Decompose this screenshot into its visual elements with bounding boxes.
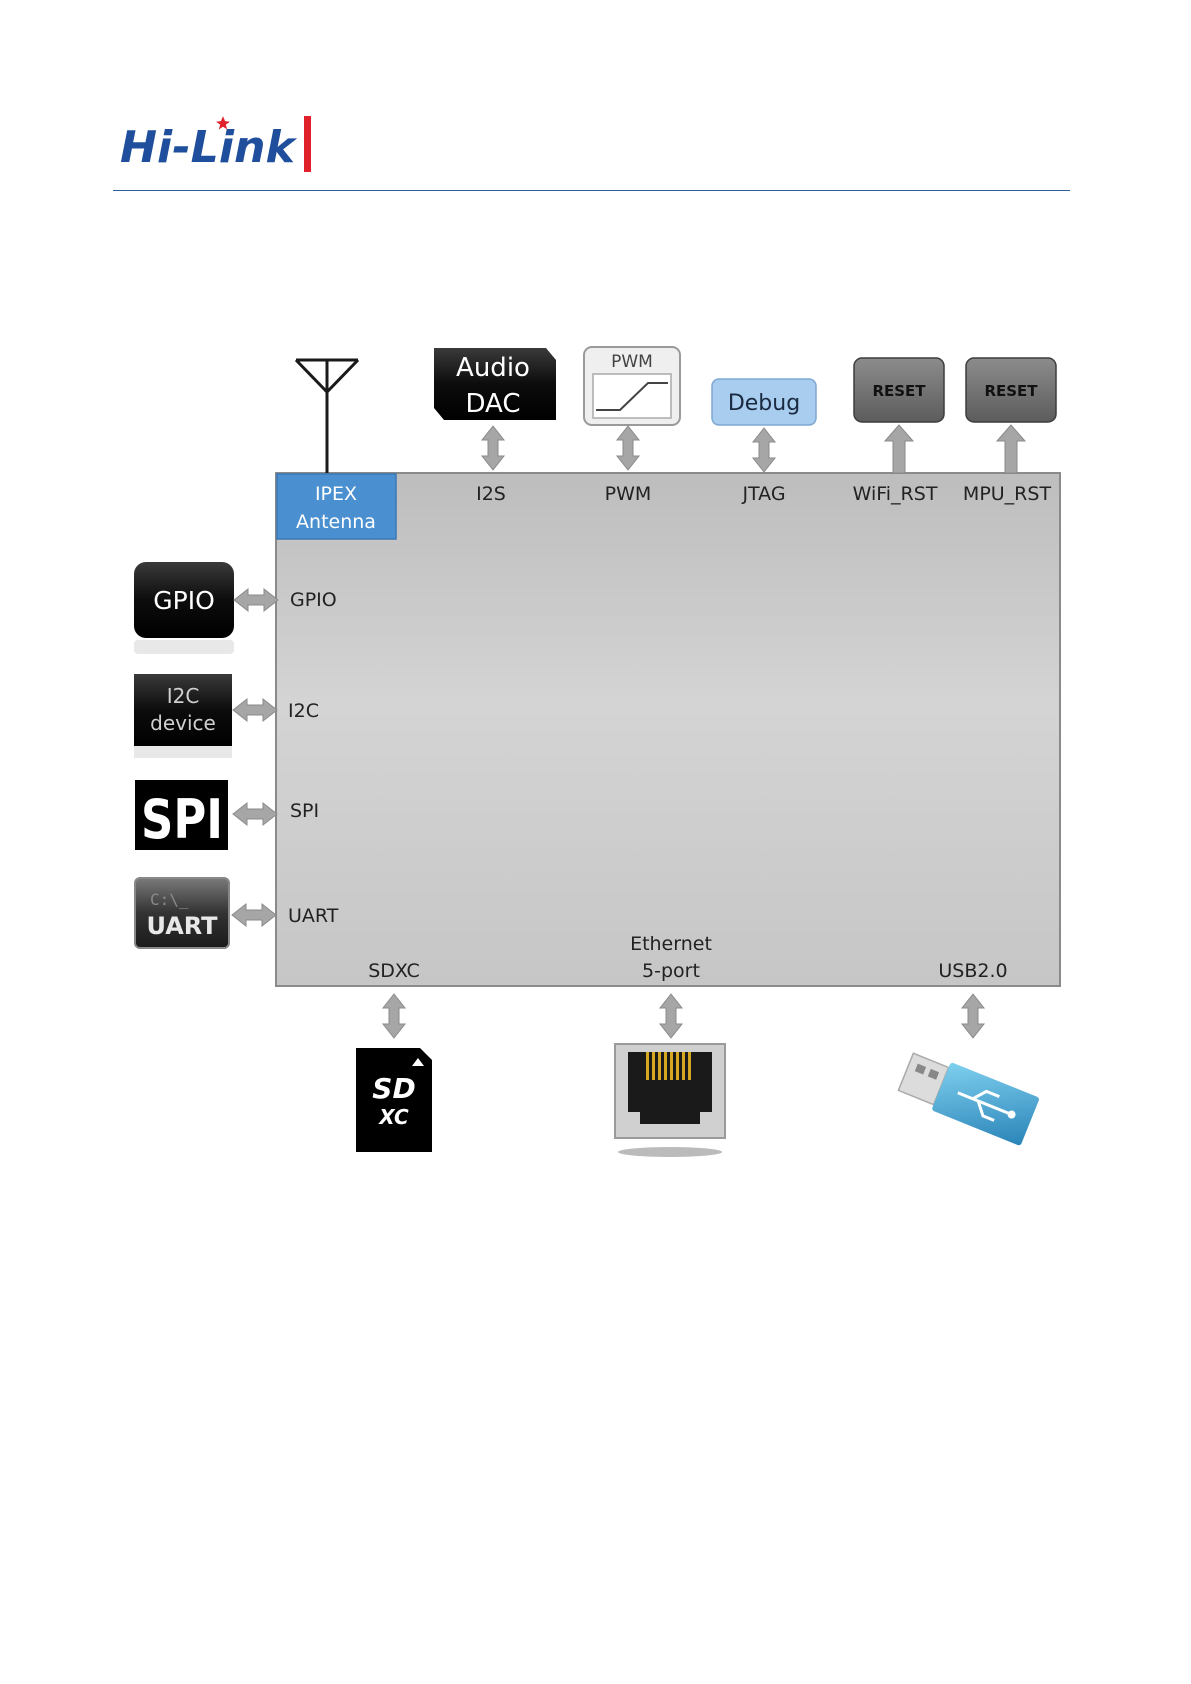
port-pwm: PWM (605, 483, 652, 505)
text-line: Audio (456, 353, 530, 383)
usb-stick-icon (896, 1048, 1040, 1146)
text-line: Ethernet (630, 933, 712, 955)
pwm-signal-icon: PWM (584, 347, 680, 425)
port-sdxc: SDXC (368, 960, 420, 982)
text-line: 5-port (642, 960, 700, 982)
uart-arrow (232, 904, 276, 926)
port-usb: USB2.0 (938, 960, 1007, 982)
antenna-icon (296, 360, 358, 473)
sdxc-arrow (383, 994, 405, 1038)
gpio-device-icon: GPIO (134, 562, 234, 654)
port-uart: UART (288, 905, 339, 927)
reset-button-wifi-icon: RESET (854, 358, 944, 422)
text-line: device (150, 711, 216, 735)
i2c-device-icon: I2C device (134, 674, 232, 758)
text-line: DAC (465, 389, 520, 419)
mpu-rst-arrow (997, 425, 1025, 473)
i2s-arrow (482, 426, 504, 470)
uart-prompt-label: C:\_ (150, 890, 189, 909)
text-line: I2C (167, 684, 200, 708)
ethernet-port-icon (615, 1044, 725, 1157)
jtag-arrow (753, 428, 775, 472)
reset-wifi-label: RESET (872, 382, 926, 400)
spi-arrow (233, 803, 277, 825)
reset-button-mpu-icon: RESET (966, 358, 1056, 422)
spi-device-icon: SPI (135, 780, 228, 851)
port-i2s: I2S (476, 483, 506, 505)
debug-box: Debug (712, 379, 816, 425)
module-body (276, 473, 1060, 986)
gpio-device-label: GPIO (153, 586, 215, 615)
pwm-box-label: PWM (611, 352, 653, 372)
gpio-arrow (234, 589, 278, 611)
usb-arrow (962, 994, 984, 1038)
sd-logo-label: SD (372, 1072, 415, 1105)
port-wifi-rst: WiFi_RST (853, 483, 938, 505)
port-jtag: JTAG (741, 483, 785, 505)
port-spi: SPI (290, 800, 319, 822)
pwm-arrow (617, 426, 639, 470)
port-mpu-rst: MPU_RST (963, 483, 1052, 505)
uart-device-label: UART (146, 912, 218, 940)
text-line: IPEX (315, 483, 357, 505)
ethernet-arrow (660, 994, 682, 1038)
i2c-arrow (233, 699, 277, 721)
text-line: Antenna (296, 511, 376, 533)
sdxc-card-icon: SD XC (356, 1048, 432, 1152)
port-i2c: I2C (288, 700, 319, 722)
reset-mpu-label: RESET (984, 382, 1038, 400)
spi-device-label: SPI (141, 788, 223, 851)
uart-terminal-icon: C:\_ UART (135, 878, 229, 948)
sd-xc-label: XC (377, 1105, 409, 1129)
wifi-rst-arrow (885, 425, 913, 473)
port-gpio: GPIO (290, 589, 337, 611)
debug-label: Debug (728, 391, 800, 416)
